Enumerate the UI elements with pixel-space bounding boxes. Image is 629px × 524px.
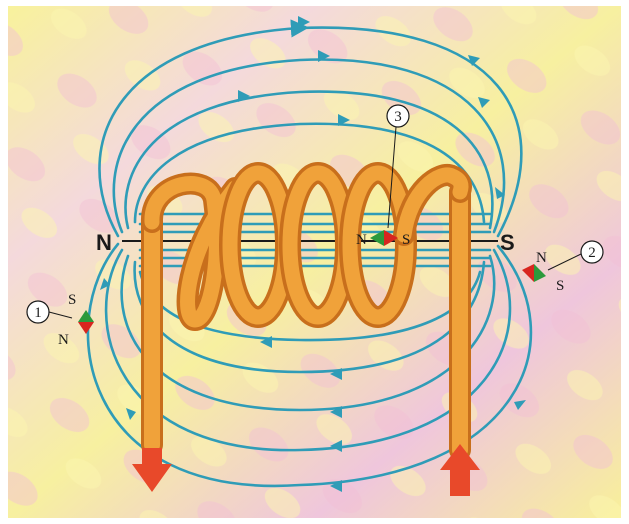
compass-2-top-label: N xyxy=(536,250,547,266)
compass-1-number: 1 xyxy=(34,305,42,321)
south-pole-label: S xyxy=(500,230,515,255)
compass-2-bottom-label: S xyxy=(556,278,564,294)
background-texture xyxy=(8,6,621,518)
compass-3-number: 3 xyxy=(394,109,402,125)
compass-2-number: 2 xyxy=(588,245,596,261)
compass-1-top-label: S xyxy=(68,292,76,308)
compass-3-right-label: S xyxy=(402,232,410,248)
north-pole-label: N xyxy=(96,230,112,255)
compass-3-left-label: N xyxy=(356,232,367,248)
compass-1-bottom-label: N xyxy=(58,332,69,348)
